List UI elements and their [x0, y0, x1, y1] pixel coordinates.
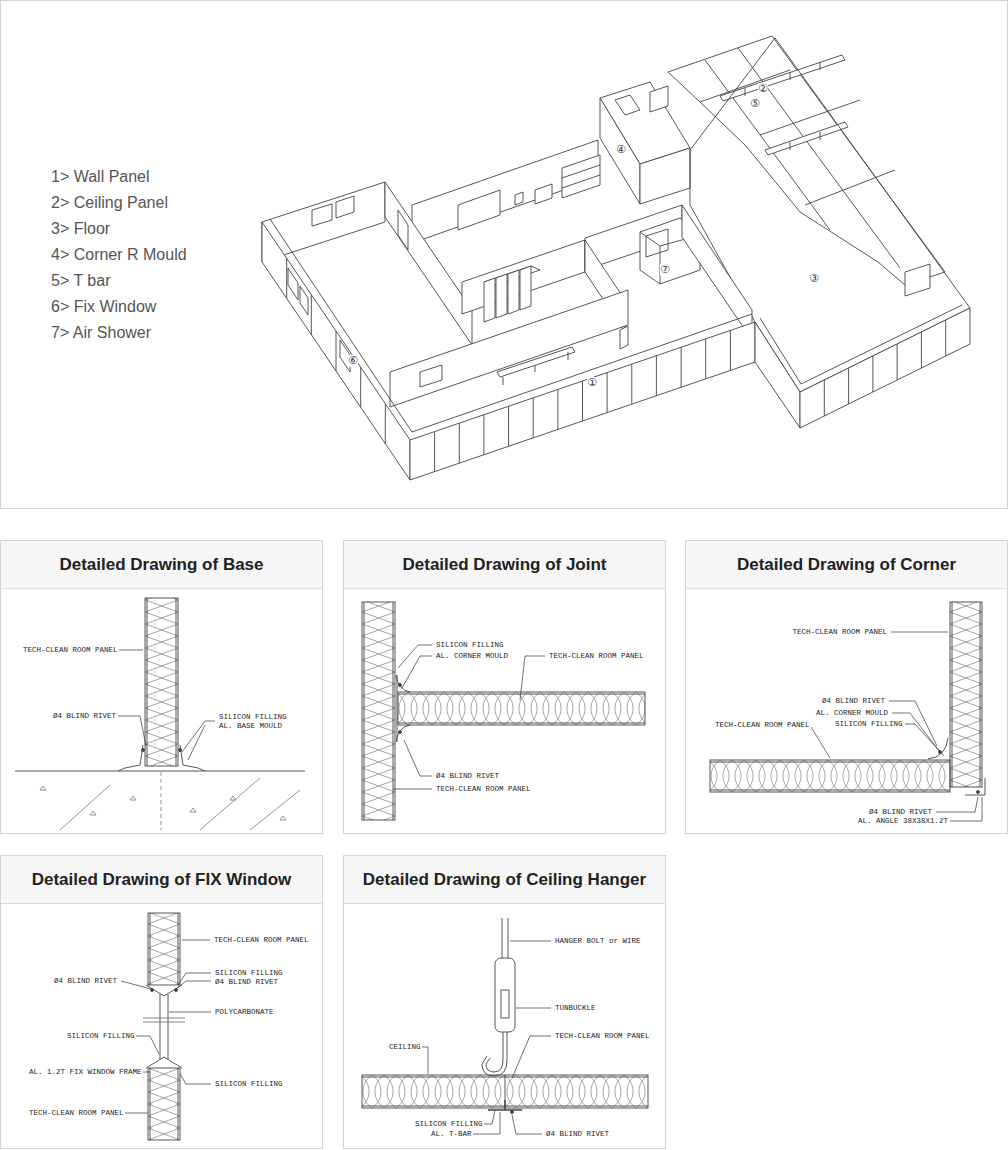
- part-label: AL. CORNER MOULD: [435, 652, 509, 661]
- part-label: TECH-CLEAN ROOM PANEL: [28, 1109, 125, 1118]
- legend-list-item: 2> Ceiling Panel: [51, 194, 168, 212]
- corner-detail: [710, 602, 985, 795]
- ceiling-hanger-detail: [362, 918, 648, 1114]
- callout-number: ④: [616, 144, 626, 156]
- detail-panel: Detailed Drawing of Ceiling Hanger: [343, 855, 666, 1149]
- detail-panel: Detailed Drawing of Base: [0, 540, 323, 834]
- part-label: POLYCARBONATE: [214, 1008, 275, 1017]
- legend-list-item: 6> Fix Window: [51, 298, 156, 316]
- part-label: Ø4 BLIND RIVET: [821, 697, 886, 706]
- part-label: AL. T-BAR: [430, 1130, 473, 1139]
- part-label: SILICON FILLING: [66, 1032, 136, 1041]
- legend-list-item: 4> Corner R Mould: [51, 246, 187, 264]
- part-label: TECH-CLEAN ROOM PANEL: [714, 721, 811, 730]
- part-label: AL. BASE MOULD: [218, 722, 283, 731]
- part-label: TECH-CLEAN ROOM PANEL: [548, 652, 645, 661]
- part-label: TECH-CLEAN ROOM PANEL: [791, 628, 888, 637]
- callout-number: ①: [587, 377, 597, 389]
- part-label: SILICON FILLING: [834, 720, 904, 729]
- legend-list-item: 7> Air Shower: [51, 324, 151, 342]
- clean-room-isometric: [262, 36, 970, 480]
- part-label: Ø4 BLIND RIVET: [545, 1130, 610, 1139]
- part-label: TECH-CLEAN ROOM PANEL: [22, 646, 119, 655]
- part-label: SILICON FILLING: [414, 1120, 484, 1129]
- part-label: AL. 1.2T FIX WINDOW FRAME: [28, 1068, 143, 1077]
- panel-heading: Detailed Drawing of Ceiling Hanger: [344, 856, 665, 904]
- legend-list-item: 3> Floor: [51, 220, 110, 238]
- fix-window-detail: [143, 913, 185, 1140]
- base-detail: [15, 598, 305, 830]
- part-label: AL. CORNER MOULD: [815, 709, 889, 718]
- part-label: SILICON FILLING: [214, 1080, 284, 1089]
- part-label: Ø4 BLIND RIVET: [53, 977, 118, 986]
- part-label: SILICON FILLING: [435, 641, 505, 650]
- joint-detail: [362, 602, 645, 820]
- part-label: Ø4 BLIND RIVET: [52, 712, 117, 721]
- legend-list-item: 1> Wall Panel: [51, 168, 150, 186]
- callout-number: ②: [758, 83, 768, 95]
- part-label: TECH-CLEAN ROOM PANEL: [435, 785, 532, 794]
- part-label: Ø4 BLIND RIVET: [214, 978, 279, 987]
- part-label: AL. ANGLE 38X38X1.2T: [857, 817, 949, 826]
- part-label: HANGER BOLT or WIRE: [554, 937, 642, 946]
- part-label: SILICON FILLING: [218, 713, 288, 722]
- part-label: TECH-CLEAN ROOM PANEL: [554, 1032, 651, 1041]
- callout-number: ⑥: [348, 355, 358, 367]
- callout-number: ⑦: [660, 264, 670, 276]
- part-label: TUNBUCKLE: [554, 1004, 597, 1013]
- callout-number: ③: [809, 273, 819, 285]
- part-label: Ø4 BLIND RIVET: [435, 772, 500, 781]
- panel-heading: Detailed Drawing of Base: [1, 541, 322, 589]
- detail-panel: Detailed Drawing of FIX Window: [0, 855, 323, 1149]
- panel-heading: Detailed Drawing of FIX Window: [1, 856, 322, 904]
- callout-number: ⑤: [750, 98, 760, 110]
- panel-heading: Detailed Drawing of Joint: [344, 541, 665, 589]
- detail-panel: Detailed Drawing of Corner: [685, 540, 1008, 834]
- part-label: TECH-CLEAN ROOM PANEL: [213, 936, 310, 945]
- top-frame: [1, 1, 1008, 509]
- panel-heading: Detailed Drawing of Corner: [686, 541, 1007, 589]
- part-label: Ø4 BLIND RIVET: [868, 808, 933, 817]
- part-label: SILICON FILLING: [214, 969, 284, 978]
- legend-list-item: 5> T bar: [51, 272, 110, 290]
- part-label: CEILING: [388, 1043, 422, 1052]
